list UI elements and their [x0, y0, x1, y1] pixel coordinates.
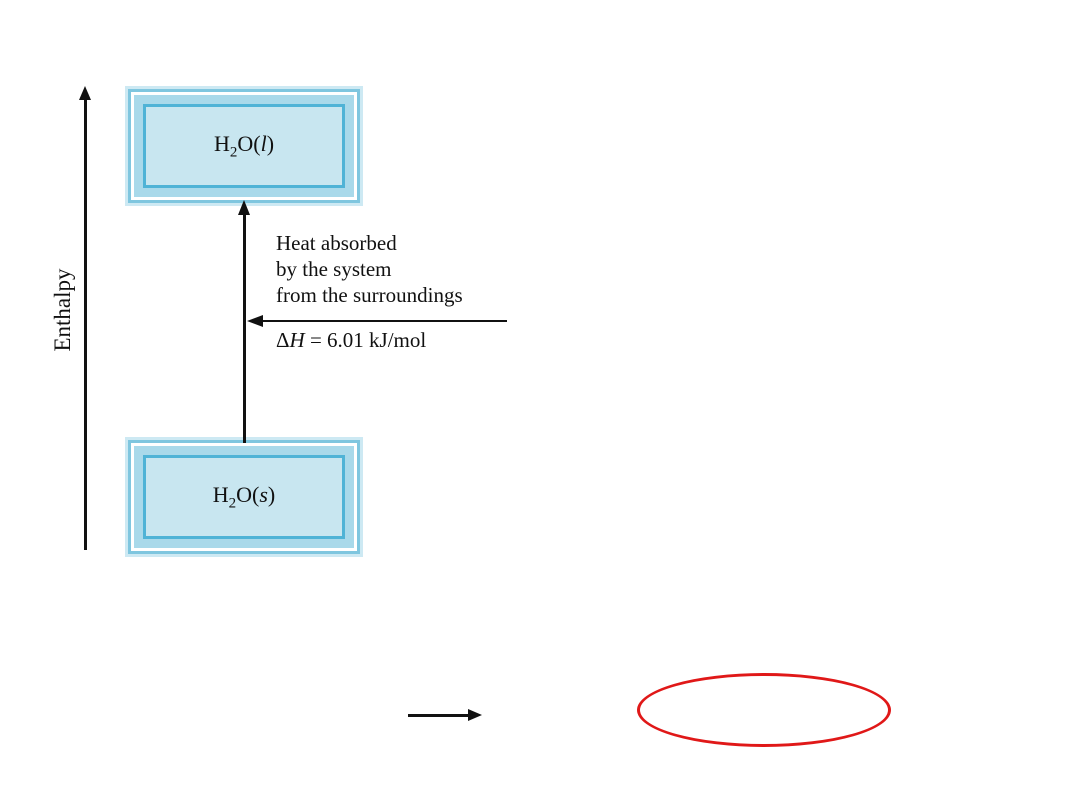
state-box-liquid: H2O(l)	[128, 89, 360, 203]
formula-close: )	[267, 481, 276, 507]
formula-close: )	[266, 130, 275, 156]
enthalpy-axis-label-text: Enthalpy	[50, 268, 75, 352]
heat-annotation: Heat absorbed by the system from the sur…	[276, 230, 463, 308]
heat-arrowhead	[247, 315, 263, 327]
delta-h-value: ΔH = 6.01 kJ/mol	[276, 328, 426, 353]
state-box-liquid-inner: H2O(l)	[143, 104, 345, 188]
annotation-line-2: by the system	[276, 257, 392, 281]
delta-variable: H	[289, 328, 305, 352]
formula-subscript: 2	[229, 144, 238, 161]
enthalpy-axis-arrowhead	[79, 86, 91, 100]
right-arrow-line	[408, 714, 470, 717]
formula-rest: O(	[237, 130, 261, 156]
formula-element: H	[213, 130, 230, 156]
phase-symbol: s	[259, 481, 268, 507]
state-box-solid: H2O(s)	[128, 440, 360, 554]
enthalpy-axis-line	[84, 98, 87, 550]
delta-value-text: = 6.01 kJ/mol	[304, 328, 427, 352]
state-label-solid: H2O(s)	[213, 482, 276, 512]
annotation-line-3: from the surroundings	[276, 283, 463, 307]
delta-symbol: Δ	[276, 328, 290, 352]
transition-arrow-line	[243, 214, 246, 443]
formula-rest: O(	[236, 481, 260, 507]
transition-arrowhead	[238, 200, 250, 215]
formula-element: H	[212, 481, 229, 507]
state-box-solid-inner: H2O(s)	[143, 455, 345, 539]
state-label-liquid: H2O(l)	[214, 131, 274, 161]
annotation-line-1: Heat absorbed	[276, 231, 397, 255]
heat-arrow-line	[262, 320, 507, 322]
right-arrowhead	[468, 709, 482, 721]
phase-symbol: l	[260, 130, 267, 156]
formula-subscript: 2	[228, 495, 237, 512]
red-ellipse-highlight	[637, 673, 891, 747]
